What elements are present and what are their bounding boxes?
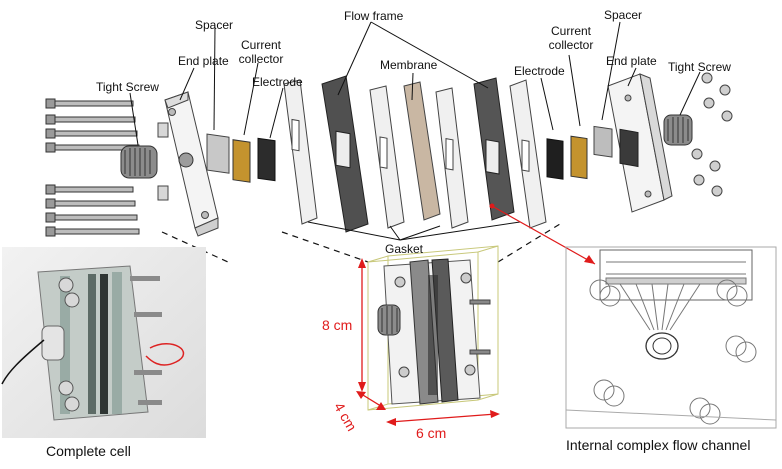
label-gasket: Gasket [385,242,424,256]
end-plate-left [157,91,219,237]
flow-frame-plate-1 [321,75,369,233]
gasket-plate-4 [509,79,547,229]
leader-lines [129,21,701,241]
electrode-left [257,137,276,182]
flow-channel-detail [565,246,777,429]
gasket-plate-3 [435,87,469,229]
dimension-arrows [356,258,500,426]
label-membrane: Membrane [380,58,438,72]
screw [45,212,138,223]
complete-cell-photo [1,247,206,438]
gasket-plate-1 [283,79,318,225]
electrode-right [546,138,564,180]
spacer-left [206,133,230,174]
label-spacer-left: Spacer [194,18,234,32]
knurled-nut-right [663,114,693,146]
current-collector-left [232,139,251,183]
knurled-nut-left [120,145,158,179]
label-spacer-right: Spacer [604,8,643,22]
screw [45,128,138,139]
label-current-collector-left: Current collector [238,38,284,66]
label-end-plate-left: End plate [178,54,229,68]
screw [45,114,136,125]
label-current-collector-right: Current collector [548,24,594,52]
screw [45,226,140,237]
spacer-right [593,125,613,158]
flow-frame-plate-2 [473,77,515,221]
dashed-connectors [161,223,561,263]
end-plate-right [607,73,673,213]
label-tight-screw-right: Tight Screw [668,60,731,74]
gasket-plate-2 [369,85,405,229]
screw [45,184,134,195]
screw [45,98,134,109]
membrane-plate [403,81,441,221]
screw [45,198,136,209]
dimension-width: 6 cm [416,425,447,441]
label-electrode-right: Electrode [514,64,565,78]
hex-nuts-right [691,72,733,197]
label-electrode-left: Electrode [252,75,303,89]
caption-flow-channel: Internal complex flow channel [566,437,751,453]
caption-complete-cell: Complete cell [46,443,131,459]
assembled-cell-3d [367,245,499,411]
current-collector-right [570,135,588,180]
label-end-plate-right: End plate [606,54,657,68]
flow-channel-arrow [489,203,596,265]
dimension-height: 8 cm [322,317,353,333]
label-tight-screw-left: Tight Screw [96,80,159,94]
label-flow-frame: Flow frame [344,9,404,23]
